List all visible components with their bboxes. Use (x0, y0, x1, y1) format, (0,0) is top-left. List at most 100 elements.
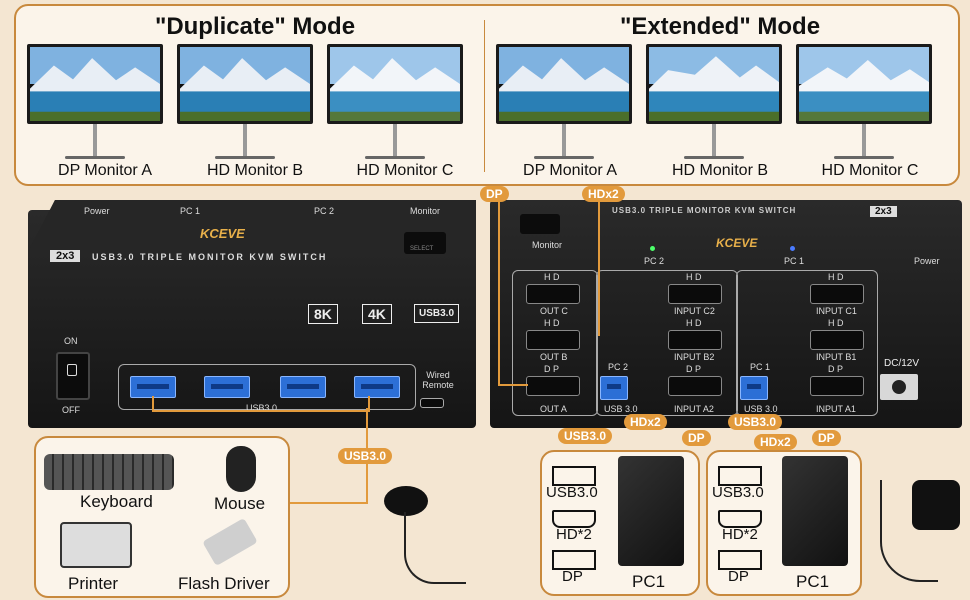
wired-remote-port[interactable] (420, 398, 444, 408)
monitor-dp-a-extended (496, 44, 632, 159)
rear-top-label-pc1: PC 1 (784, 256, 805, 266)
wire-front-usb (152, 396, 370, 412)
port-out-b[interactable] (526, 330, 580, 350)
rear-top-label-monitor: Monitor (532, 240, 563, 250)
power-switch-indicator (67, 364, 77, 376)
front-usb-port-3[interactable] (280, 376, 326, 398)
port-input-b2[interactable] (668, 330, 722, 350)
monitor-dp-a-duplicate (27, 44, 163, 159)
tag-usb30-pc2: USB3.0 (558, 428, 613, 444)
port-input-b1[interactable] (810, 330, 864, 350)
port-label-hd-out-b: H D (544, 318, 560, 328)
label-dp-monitor-a-duplicate: DP Monitor A (58, 162, 152, 179)
landscape-image (180, 47, 310, 121)
hdmi-port-icon (552, 510, 596, 528)
monitor-hd-b-extended (646, 44, 782, 159)
extended-mode-title: "Extended" Mode (619, 13, 821, 40)
led-pc2 (650, 246, 655, 251)
port-label-input-b1: INPUT B1 (816, 352, 857, 362)
tag-usb30-pc1: USB3.0 (728, 414, 783, 430)
usb-port-group-outline (118, 364, 416, 410)
rear-usb-pc1[interactable] (740, 376, 768, 400)
wire-power (880, 480, 938, 582)
pc1-usb-label: USB3.0 (546, 484, 598, 501)
power-switch[interactable] (56, 352, 90, 400)
output-group-outline (512, 270, 598, 416)
pc2-hd-label: HD*2 (722, 526, 758, 543)
pc2-name-label: PC1 (796, 572, 830, 591)
pc-tower-icon (618, 456, 684, 566)
landscape-image (30, 47, 160, 121)
port-label-input-b2: INPUT B2 (674, 352, 715, 362)
wired-remote-icon (384, 486, 428, 516)
dp-port-icon (552, 550, 596, 570)
wire-remote (404, 512, 466, 584)
duplicate-mode-title: "Duplicate" Mode (154, 13, 356, 40)
port-label-input-c1: INPUT C1 (816, 306, 857, 316)
rear-product-name: USB3.0 TRIPLE MONITOR KVM SWITCH (612, 206, 797, 215)
port-label-usb-pc2: USB 3.0 (604, 404, 638, 414)
wire-dp-to-out-a (498, 194, 528, 386)
pc2-dp-label: DP (728, 568, 749, 585)
product-name-front: USB3.0 TRIPLE MONITOR KVM SWITCH (92, 252, 328, 262)
port-input-c2[interactable] (668, 284, 722, 304)
keyboard-icon (44, 454, 174, 490)
port-label-out-b: OUT B (540, 352, 568, 362)
port-label-input-a1: INPUT A1 (816, 404, 856, 414)
port-label-usb-pc1: USB 3.0 (744, 404, 778, 414)
pc2-group-outline (596, 270, 738, 416)
port-label-out-c: OUT C (540, 306, 568, 316)
front-top-label-monitor: Monitor (410, 206, 441, 216)
pc2-usb-label: USB3.0 (712, 484, 764, 501)
keyboard-label: Keyboard (80, 492, 153, 511)
usb-port-icon (552, 466, 596, 486)
tag-hdx2-pc1: HDx2 (754, 434, 797, 450)
front-usb-caption: USB3.0 (246, 403, 278, 413)
rear-model-badge: 2x3 (870, 206, 897, 217)
rear-kceve-logo: KCEVE (716, 236, 758, 250)
landscape-image (799, 47, 929, 121)
landscape-image (649, 47, 779, 121)
port-label-dc: DC/12V (884, 358, 920, 369)
pc1-name-label: PC1 (632, 572, 666, 591)
pc1-hd-label: HD*2 (556, 526, 592, 543)
front-top-label-pc2: PC 2 (314, 206, 335, 216)
front-usb-port-2[interactable] (204, 376, 250, 398)
front-usb-port-1[interactable] (130, 376, 176, 398)
pc-tower-icon (782, 456, 848, 566)
port-out-a[interactable] (526, 376, 580, 396)
port-out-c[interactable] (526, 284, 580, 304)
port-label-input-a2: INPUT A2 (674, 404, 714, 414)
select-button-label: SELECT (410, 246, 434, 252)
port-input-a2[interactable] (668, 376, 722, 396)
kceve-logo: KCEVE (200, 226, 245, 241)
mode-divider (484, 20, 485, 172)
monitor-hd-b-duplicate (177, 44, 313, 159)
badge-4k: 4K (362, 304, 392, 324)
label-hd-monitor-c-duplicate: HD Monitor C (356, 162, 454, 179)
label-hd-monitor-b-duplicate: HD Monitor B (206, 162, 304, 179)
hdmi-port-icon (718, 510, 762, 528)
label-hd-monitor-c-extended: HD Monitor C (821, 162, 919, 179)
badge-usb30: USB3.0 (414, 304, 460, 323)
port-input-c1[interactable] (810, 284, 864, 304)
mouse-label: Mouse (214, 494, 266, 513)
monitor-hd-c-extended (796, 44, 932, 159)
dp-port-icon (718, 550, 762, 570)
led-pc1 (790, 246, 795, 251)
rear-top-label-power: Power (914, 256, 940, 266)
port-label-out-a: OUT A (540, 404, 567, 414)
port-label-input-c2: INPUT C2 (674, 306, 715, 316)
front-usb-port-4[interactable] (354, 376, 400, 398)
monitor-hd-c-duplicate (327, 44, 463, 159)
port-input-a1[interactable] (810, 376, 864, 396)
tag-usb30-front: USB3.0 (338, 448, 393, 464)
select-button[interactable] (404, 232, 446, 254)
front-top-label-pc1: PC 1 (180, 206, 201, 216)
tag-dp-pc2: DP (682, 430, 711, 446)
rear-select-knob (520, 214, 560, 234)
port-label-hd-c1: H D (828, 272, 844, 282)
rear-usb-pc2[interactable] (600, 376, 628, 400)
switch-on-label: ON (64, 336, 78, 346)
label-hd-monitor-b-extended: HD Monitor B (671, 162, 769, 179)
